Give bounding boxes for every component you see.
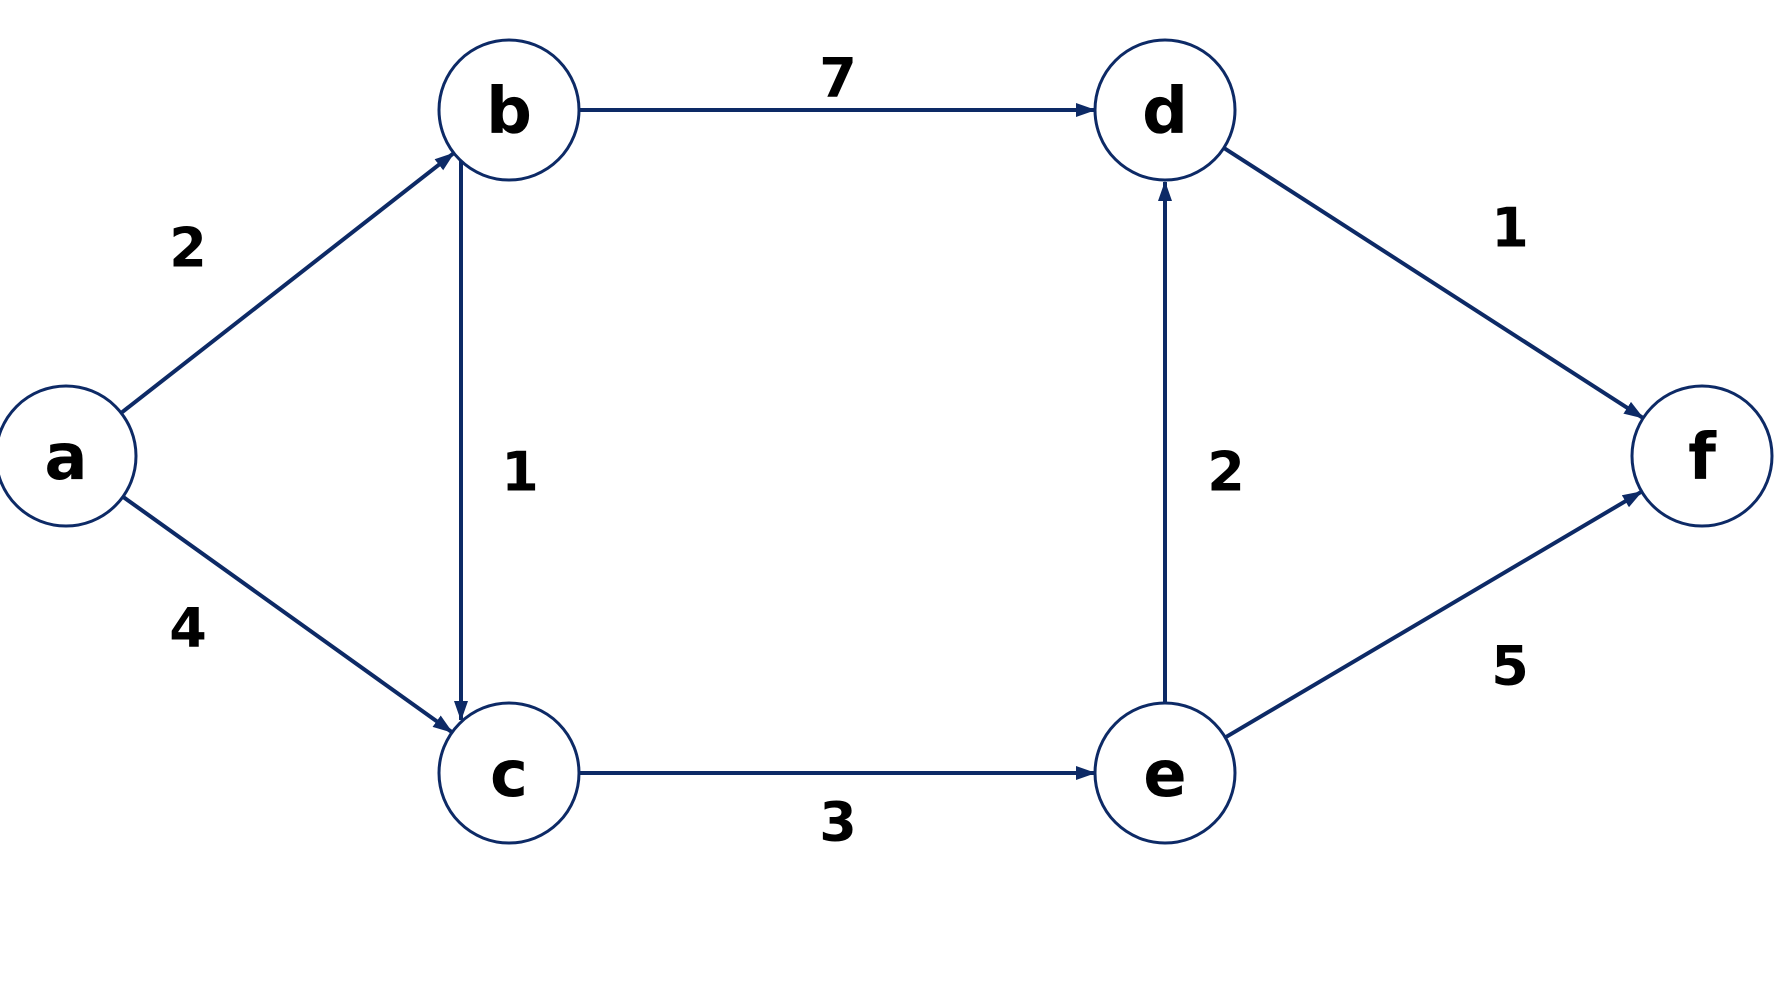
node-b: b (437, 38, 581, 182)
edge-weight-b-d: 7 (819, 47, 857, 110)
node-circle-d (1093, 38, 1237, 182)
node-d: d (1093, 38, 1237, 182)
node-e: e (1093, 701, 1237, 845)
edge-weight-c-e: 3 (819, 791, 857, 854)
node-f: f (1630, 384, 1774, 528)
node-circle-e (1093, 701, 1237, 845)
edge-weight-e-d: 2 (1207, 441, 1245, 504)
node-circle-f (1630, 384, 1774, 528)
edge-e-f (1224, 489, 1643, 740)
edge-weight-a-c: 4 (169, 597, 207, 660)
node-circle-c (437, 701, 581, 845)
nodes-layer: a b c d e f (0, 38, 1774, 845)
node-circle-a (0, 384, 138, 528)
node-a: a (0, 384, 138, 528)
edge-weight-a-b: 2 (169, 217, 207, 280)
edge-a-b (119, 151, 456, 415)
node-label-a: a (44, 421, 87, 495)
node-c: c (437, 701, 581, 845)
edge-d-f (1222, 146, 1645, 420)
node-label-f: f (1688, 421, 1717, 495)
node-label-e: e (1143, 738, 1186, 812)
edge-weight-e-f: 5 (1491, 635, 1529, 698)
edge-a-c (121, 495, 454, 734)
edge-weight-b-c: 1 (501, 441, 539, 504)
node-label-c: c (490, 738, 528, 812)
node-label-b: b (486, 75, 532, 149)
node-label-d: d (1142, 75, 1188, 149)
node-circle-b (437, 38, 581, 182)
edges-layer: 2 4 1 7 3 2 1 5 (119, 47, 1645, 854)
edge-weight-d-f: 1 (1491, 197, 1529, 260)
